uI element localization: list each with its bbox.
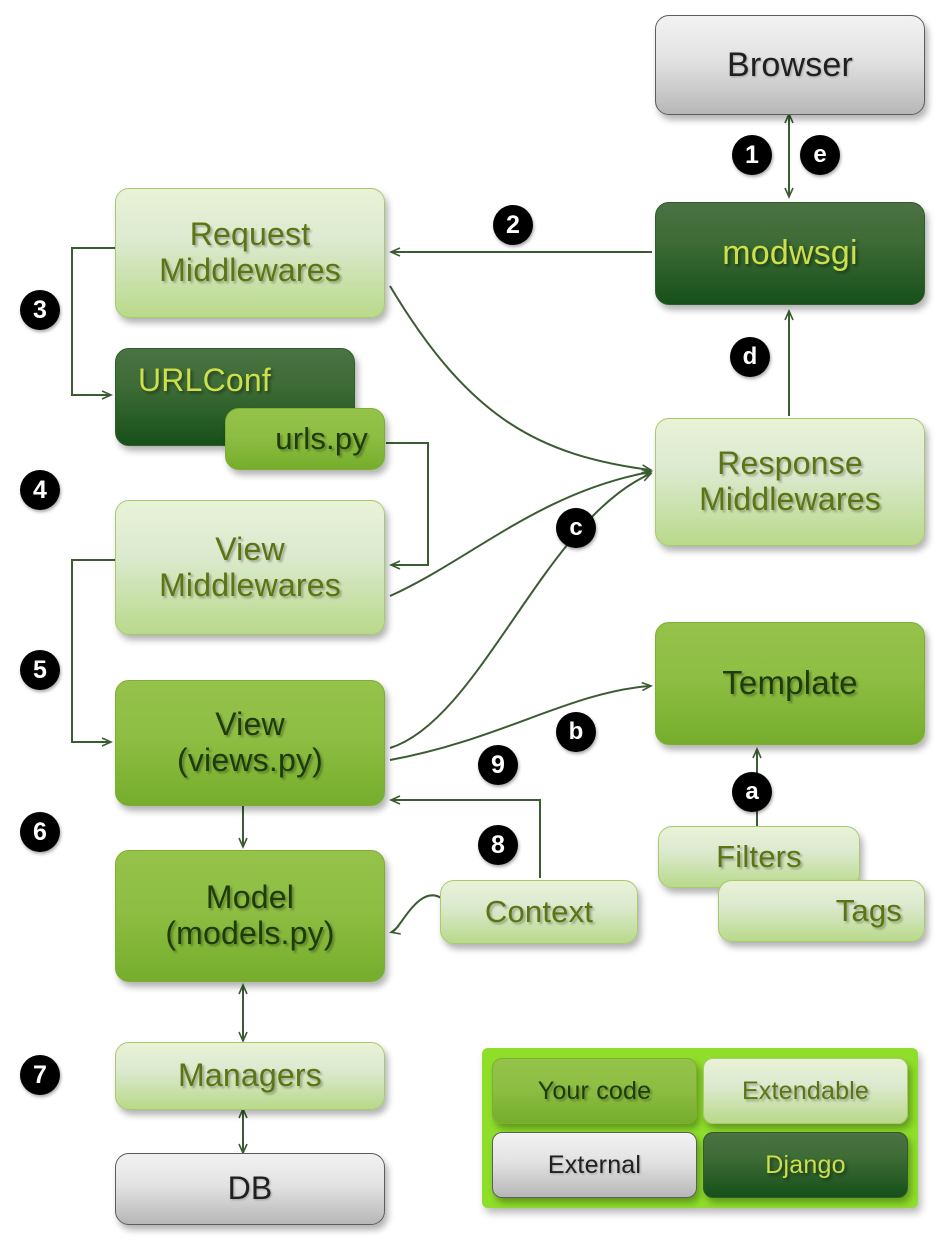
node-urlspy-label: urls.py [275,420,368,456]
arrow-view-to-response-middlewares [389,472,653,749]
node-view-middlewares-label-line1: View [215,530,285,567]
node-model-label-line2: (models.py) [165,915,335,951]
node-request-middlewares-label-line1: Request [189,216,311,253]
node-urlspy[interactable]: urls.py [225,408,385,470]
node-context-label: Context [484,893,594,929]
legend-item-django-label: Django [765,1151,846,1179]
badge-a: a [732,772,772,812]
node-view-label-line1: View [215,706,285,743]
node-browser-label: Browser [726,45,854,84]
node-filters-label: Filters [716,838,802,874]
badge-d: d [730,337,770,377]
legend-item-external[interactable]: External [492,1132,697,1198]
node-model-label-line1: Model [205,879,295,916]
node-model[interactable]: Model (models.py) [115,850,385,982]
arrow-request-middlewares-to-urlconf [71,247,115,400]
node-managers-label: Managers [178,1057,322,1094]
node-view-middlewares-label-line2: Middlewares [159,566,341,603]
node-modwsgi-label: modwsgi [722,234,858,273]
badge-1: 1 [732,135,772,175]
arrow-view-to-template [389,681,653,761]
badge-3: 3 [20,290,60,330]
node-view-label-line2: (views.py) [176,742,323,778]
badge-5: 5 [20,650,60,690]
arrow-context-to-view [389,795,541,878]
legend-item-your-code[interactable]: Your code [492,1058,697,1124]
badge-8: 8 [478,825,518,865]
node-db-label: DB [227,1170,273,1207]
node-db[interactable]: DB [115,1153,385,1225]
legend: Your code Extendable External Django [482,1048,918,1208]
badge-9: 9 [478,745,518,785]
arrow-urlspy-to-view-middlewares [386,442,429,570]
arrow-context-to-model [389,894,445,935]
node-managers[interactable]: Managers [115,1042,385,1110]
node-template[interactable]: Template [655,622,925,745]
node-view-middlewares[interactable]: View Middlewares [115,500,385,635]
node-browser[interactable]: Browser [655,15,925,115]
node-context[interactable]: Context [440,880,638,944]
node-view[interactable]: View (views.py) [115,680,385,806]
node-template-label: Template [722,664,858,702]
legend-item-external-label: External [547,1151,642,1179]
badge-7: 7 [20,1055,60,1095]
node-filters[interactable]: Filters [658,826,860,888]
node-response-middlewares[interactable]: Response Middlewares [655,418,925,546]
legend-item-django[interactable]: Django [703,1132,908,1198]
badge-e: e [800,135,840,175]
node-request-middlewares[interactable]: Request Middlewares [115,188,385,318]
arrow-request-middlewares-to-response-middlewares [389,285,653,474]
badge-6: 6 [20,812,60,852]
node-response-middlewares-label-line1: Response [717,445,863,482]
node-urlconf-label: URLConf [138,362,272,398]
legend-item-your-code-label: Your code [537,1077,652,1105]
arrow-view-middlewares-to-view [71,559,115,747]
arrow-view-middlewares-to-response-middlewares [389,468,653,597]
badge-4: 4 [20,470,60,510]
node-tags-label: Tags [835,892,902,928]
legend-item-extendable-label: Extendable [741,1077,870,1105]
node-modwsgi[interactable]: modwsgi [655,202,925,305]
badge-c: c [556,508,596,548]
node-request-middlewares-label-line2: Middlewares [159,252,341,288]
badge-2: 2 [493,205,533,245]
node-response-middlewares-label-line2: Middlewares [699,481,881,517]
badge-b: b [556,712,596,752]
legend-item-extendable[interactable]: Extendable [703,1058,908,1124]
node-tags[interactable]: Tags [718,880,925,942]
